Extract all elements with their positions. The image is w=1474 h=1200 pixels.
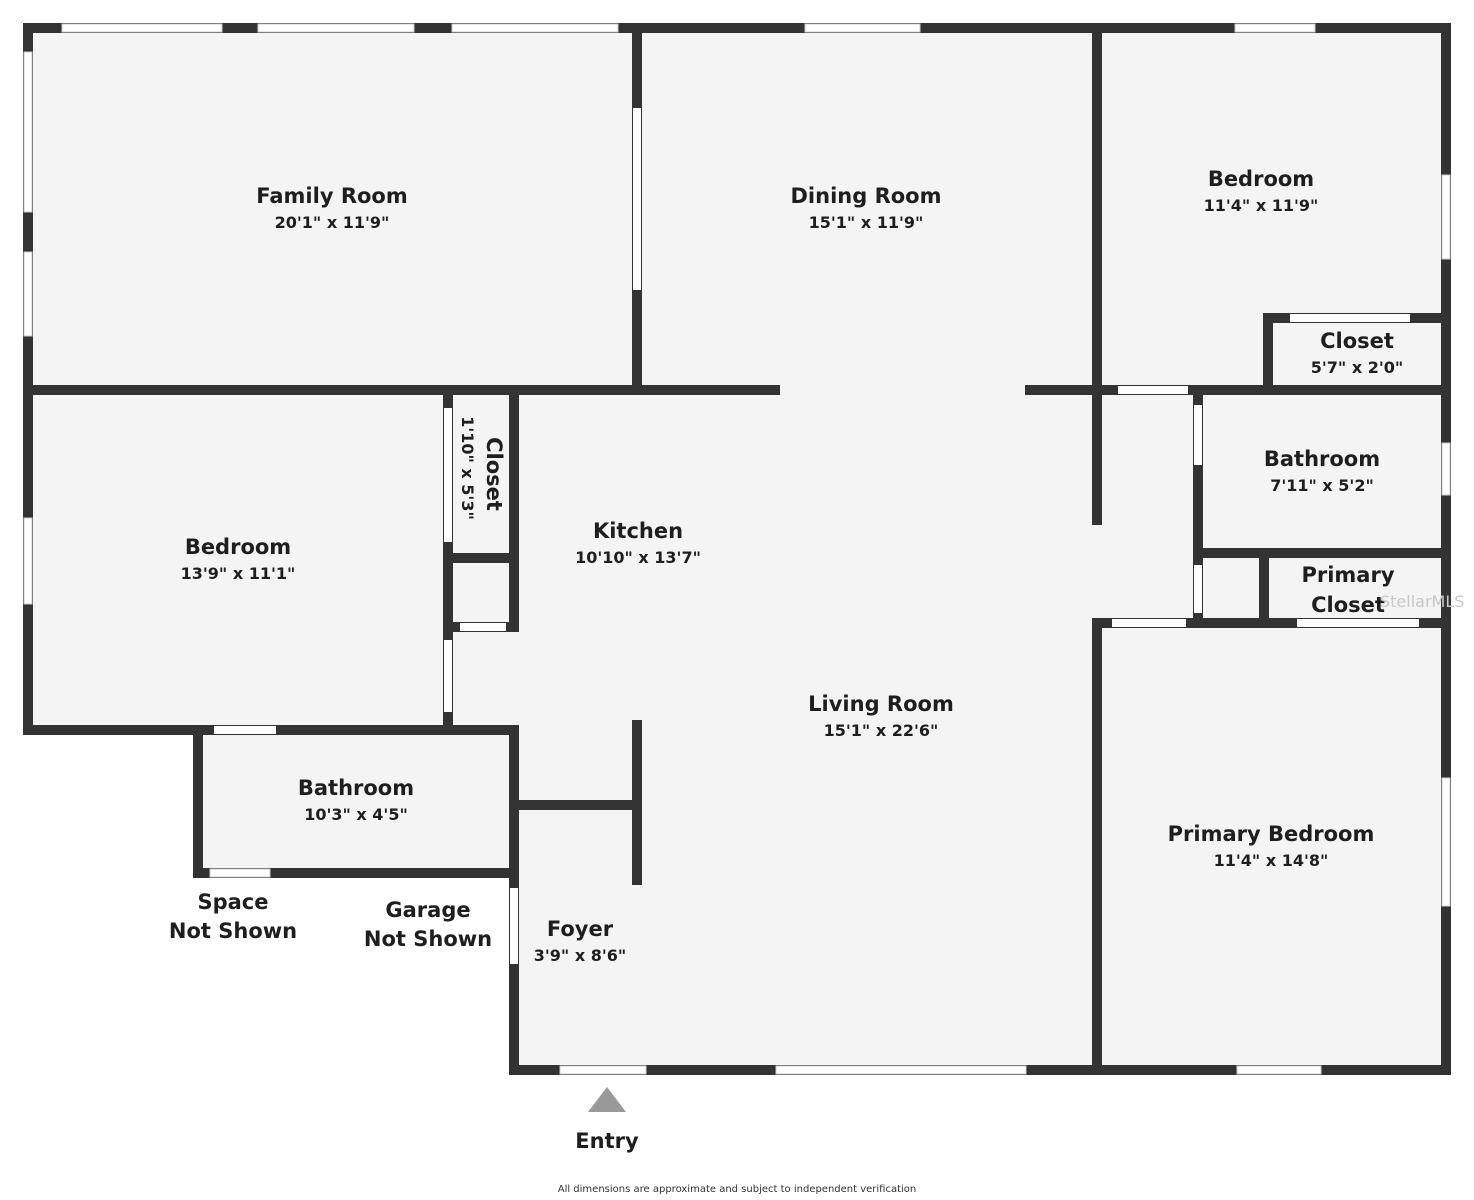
room-labels: Family Room 20'1" x 11'9" Dining Room 15… bbox=[181, 167, 1404, 965]
bedroom-w-dims: 13'9" x 11'1" bbox=[181, 564, 296, 583]
door-opening bbox=[214, 726, 276, 734]
bathroom-w-name: Bathroom bbox=[298, 776, 414, 800]
floor-main-upper bbox=[28, 28, 1446, 390]
door-opening bbox=[460, 623, 506, 631]
dining-room-name: Dining Room bbox=[791, 184, 942, 208]
closet-ne-dims: 5'7" x 2'0" bbox=[1311, 358, 1403, 377]
foyer-dims: 3'9" x 8'6" bbox=[534, 946, 626, 965]
window bbox=[1234, 23, 1316, 33]
watermark: StellarMLS bbox=[1380, 592, 1464, 611]
family-room-name: Family Room bbox=[256, 184, 407, 208]
bedroom-ne-dims: 11'4" x 11'9" bbox=[1204, 196, 1319, 215]
window bbox=[804, 23, 921, 33]
window bbox=[257, 23, 415, 33]
door-opening bbox=[1112, 619, 1186, 627]
primary-closet-name-line2: Closet bbox=[1311, 593, 1385, 617]
window bbox=[775, 1065, 1027, 1075]
entry-arrow-icon bbox=[588, 1087, 626, 1112]
door-opening bbox=[1194, 565, 1202, 613]
window bbox=[1236, 1065, 1322, 1075]
entry-label: Entry bbox=[575, 1129, 639, 1153]
door-opening bbox=[444, 640, 452, 712]
bathroom-e-name: Bathroom bbox=[1264, 447, 1380, 471]
bathroom-w-dims: 10'3" x 4'5" bbox=[304, 805, 408, 824]
door-opening bbox=[633, 108, 641, 290]
door-opening bbox=[1118, 386, 1188, 394]
entry-door-opening bbox=[559, 1065, 647, 1075]
window bbox=[1441, 777, 1451, 907]
floor-west-bedroom bbox=[28, 390, 518, 730]
door-opening bbox=[510, 888, 518, 964]
living-room-dims: 15'1" x 22'6" bbox=[824, 721, 939, 740]
door-opening bbox=[1290, 314, 1410, 322]
door-opening bbox=[1297, 619, 1419, 627]
window bbox=[451, 23, 619, 33]
window bbox=[1441, 174, 1451, 260]
window bbox=[23, 251, 33, 337]
window bbox=[23, 517, 33, 605]
floor-living-core bbox=[514, 390, 1446, 1070]
kitchen-name: Kitchen bbox=[593, 519, 683, 543]
floor-areas bbox=[28, 28, 1446, 1070]
bedroom-w-name: Bedroom bbox=[185, 535, 291, 559]
primary-bedroom-name: Primary Bedroom bbox=[1168, 822, 1375, 846]
door-opening bbox=[444, 408, 452, 542]
window bbox=[61, 23, 223, 33]
openings bbox=[23, 23, 1451, 1075]
door-opening bbox=[1194, 405, 1202, 465]
living-room-name: Living Room bbox=[808, 692, 954, 716]
foyer-name: Foyer bbox=[547, 917, 614, 941]
dining-room-dims: 15'1" x 11'9" bbox=[809, 213, 924, 232]
window bbox=[1441, 442, 1451, 496]
exterior-labels: Space Not Shown Garage Not Shown Entry bbox=[169, 890, 639, 1153]
bedroom-ne-name: Bedroom bbox=[1208, 167, 1314, 191]
bathroom-e-dims: 7'11" x 5'2" bbox=[1270, 476, 1374, 495]
primary-closet-name-line1: Primary bbox=[1301, 563, 1394, 587]
garage-label-line2: Not Shown bbox=[364, 927, 492, 951]
closet-w-name: Closet bbox=[482, 437, 506, 511]
disclaimer: All dimensions are approximate and subje… bbox=[558, 1184, 917, 1195]
family-room-dims: 20'1" x 11'9" bbox=[275, 213, 390, 232]
space-label-line2: Not Shown bbox=[169, 919, 297, 943]
closet-ne-name: Closet bbox=[1320, 329, 1394, 353]
closet-w-dims: 1'10" x 5'3" bbox=[458, 416, 477, 520]
space-label-line1: Space bbox=[197, 890, 268, 914]
primary-bedroom-dims: 11'4" x 14'8" bbox=[1214, 851, 1329, 870]
window bbox=[209, 868, 271, 878]
floor-west-bathroom bbox=[198, 730, 518, 873]
window bbox=[23, 51, 33, 213]
garage-label-line1: Garage bbox=[385, 898, 470, 922]
walls bbox=[23, 23, 1451, 1075]
kitchen-dims: 10'10" x 13'7" bbox=[575, 548, 701, 567]
